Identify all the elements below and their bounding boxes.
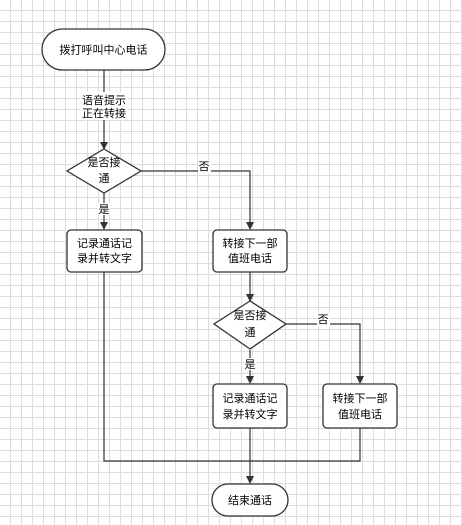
edge-record-1-to-merge <box>103 272 250 462</box>
arrowhead <box>246 222 254 230</box>
arrowhead <box>100 222 108 230</box>
arrowhead <box>356 376 364 384</box>
prompt-label-line-2: 正在转接 <box>82 106 126 120</box>
connectors <box>100 70 364 484</box>
transfer-node-1[interactable]: 转接下一部 值班电话 <box>212 229 288 273</box>
end-node[interactable]: 结束通话 <box>211 483 289 517</box>
arrowhead <box>100 142 108 150</box>
decision-node-2[interactable]: 是否接 通 <box>212 300 288 350</box>
decision-node-1[interactable]: 是否接 通 <box>65 148 143 194</box>
decision-2-label-line-1: 是否接 <box>234 309 267 322</box>
arrowhead <box>246 476 254 484</box>
transfer-1-label-line-1: 转接下一部 <box>223 236 278 250</box>
start-node[interactable]: 拨打呼叫中心电话 <box>41 28 166 71</box>
decision-1-label-line-1: 是否接 <box>88 156 121 169</box>
record-1-label-line-1: 记录通话记 <box>77 237 132 250</box>
start-terminal-shape <box>41 28 166 71</box>
prompt-label-line-1: 语音提示 <box>82 93 126 107</box>
transfer-2-box <box>322 383 398 429</box>
transfer-node-2[interactable]: 转接下一部 值班电话 <box>322 383 398 429</box>
decision-2-no-label: 否 <box>318 313 329 326</box>
decision-2-label-line-2: 通 <box>245 326 256 339</box>
record-node-1[interactable]: 记录通话记 录并转文字 <box>66 229 143 273</box>
end-node-label: 结束通话 <box>228 494 272 507</box>
transfer-2-label-line-2: 值班电话 <box>338 408 382 421</box>
transfer-2-label-line-1: 转接下一部 <box>333 391 388 405</box>
arrowhead <box>246 294 254 302</box>
decision-2-diamond <box>212 300 288 350</box>
edge-decision-1-no <box>141 170 251 222</box>
decision-1-yes-label: 是 <box>99 203 110 216</box>
decision-1-label-line-2: 通 <box>99 172 110 185</box>
record-2-label-line-1: 记录通话记 <box>223 392 278 405</box>
end-terminal-shape <box>211 483 289 517</box>
arrowhead <box>246 376 254 384</box>
edge-decision-2-no <box>286 323 361 376</box>
decision-1-no-label: 否 <box>199 160 210 173</box>
record-node-2[interactable]: 记录通话记 录并转文字 <box>212 383 288 429</box>
record-1-label-line-2: 录并转文字 <box>77 251 132 265</box>
edge-transfer-2-to-merge <box>250 428 361 462</box>
transfer-1-label-line-2: 值班电话 <box>228 252 272 265</box>
start-node-label: 拨打呼叫中心电话 <box>60 43 148 57</box>
record-2-label-line-2: 录并转文字 <box>223 407 278 421</box>
record-1-box <box>66 229 143 273</box>
edge-labels: 语音提示 正在转接 是 否 是 否 <box>80 92 330 371</box>
transfer-1-box <box>212 229 288 273</box>
decision-2-yes-label: 是 <box>245 358 256 371</box>
decision-1-diamond <box>65 148 143 194</box>
record-2-box <box>212 383 288 429</box>
